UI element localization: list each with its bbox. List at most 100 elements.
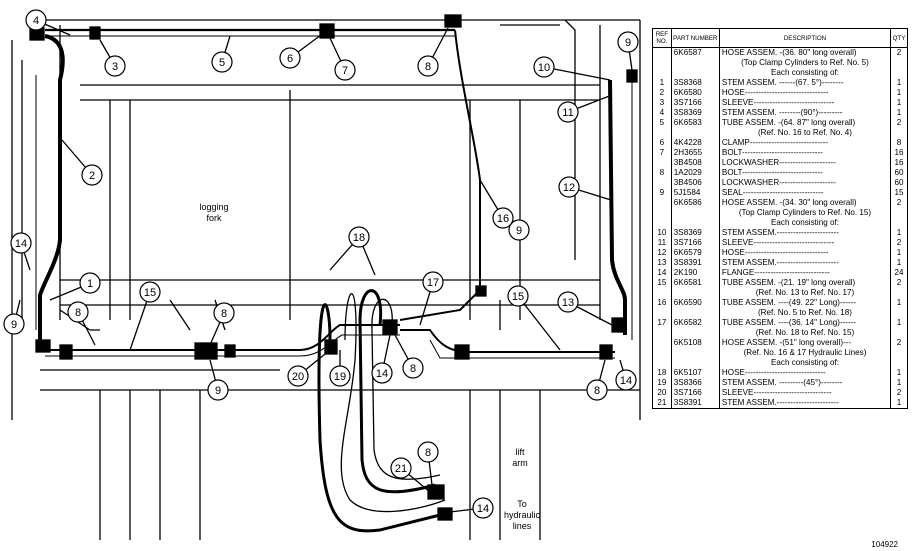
- cell-qty: 16: [890, 158, 908, 168]
- callout-circle: [508, 219, 530, 241]
- parts-table: REF NO. PART NUMBER DESCRIPTION QTY 6K65…: [652, 28, 908, 409]
- cell-part: 3S8368: [671, 78, 720, 88]
- table-row: (Ref. No. 16 & 17 Hydraulic Lines): [652, 348, 908, 358]
- cell-ref: 16: [652, 298, 672, 308]
- cell-desc: (Top Clamp Cylinders to Ref. No. 15): [719, 208, 892, 218]
- callout-number: 9: [215, 385, 221, 397]
- callout-circle: [417, 441, 439, 463]
- cell-qty: 1: [890, 298, 908, 308]
- cell-qty: [890, 68, 908, 78]
- callout-number: 8: [410, 363, 416, 375]
- cell-qty: 1: [890, 228, 908, 238]
- callout-circle: [533, 56, 555, 78]
- cell-ref: [652, 288, 672, 298]
- cell-qty: 2: [890, 198, 908, 208]
- callout-number: 1: [87, 278, 93, 290]
- cell-desc: SLEEVE-----------------------------: [719, 388, 892, 398]
- cell-part: [671, 348, 720, 358]
- callout-circle: [67, 301, 89, 323]
- callout-number: 8: [221, 308, 227, 320]
- callout-number: 15: [512, 291, 524, 303]
- cell-ref: 19: [652, 378, 672, 388]
- cell-ref: 18: [652, 368, 672, 378]
- cell-qty: [890, 358, 908, 368]
- table-row: (Ref. No. 13 to Ref. No. 17): [652, 288, 908, 298]
- cell-part: 3S8391: [671, 258, 720, 268]
- tube-assem-15-right: [400, 329, 615, 353]
- cell-part: 2H3655: [671, 148, 720, 158]
- callout-number: 14: [15, 238, 27, 250]
- cell-part: 3S8366: [671, 378, 720, 388]
- cell-qty: 60: [890, 168, 908, 178]
- cell-ref: 5: [652, 118, 672, 128]
- cell-part: 3S8369: [671, 228, 720, 238]
- table-row: (Ref. No. 5 to Ref. No. 18): [652, 308, 908, 318]
- cell-part: 3S7166: [671, 98, 720, 108]
- callout-circle: [371, 362, 393, 384]
- cell-desc: TUBE ASSEM. ----(49. 22" Long)------: [719, 298, 892, 308]
- cell-qty: 24: [890, 268, 908, 278]
- cell-qty: 15: [890, 188, 908, 198]
- cell-part: 6K6579: [671, 248, 720, 258]
- cell-ref: 9: [652, 188, 672, 198]
- header-description: DESCRIPTION: [718, 28, 892, 48]
- callout-number: 4: [33, 15, 39, 27]
- cell-part: 5J1584: [671, 188, 720, 198]
- cell-desc: STEM ASSEM. ------(67. 5°)--------: [719, 78, 892, 88]
- cell-ref: 8: [652, 168, 672, 178]
- cell-ref: 10: [652, 228, 672, 238]
- cell-ref: [652, 58, 672, 68]
- callout-number: 11: [562, 107, 573, 119]
- cell-desc: STEM ASSEM.-----------------------: [719, 398, 892, 409]
- cell-qty: 1: [890, 368, 908, 378]
- cell-desc: SEAL------------------------------: [719, 188, 892, 198]
- cell-part: 3S8369: [671, 108, 720, 118]
- cell-part: [671, 208, 720, 218]
- callout-number: 6: [287, 53, 293, 65]
- callout-number: 5: [219, 57, 225, 69]
- cell-ref: 11: [652, 238, 672, 248]
- cell-qty: 1: [890, 378, 908, 388]
- header-qty: QTY: [890, 28, 908, 48]
- hose-assem-left: [38, 34, 65, 340]
- cell-qty: 1: [890, 398, 908, 409]
- cell-ref: [652, 338, 672, 348]
- cell-ref: [652, 308, 672, 318]
- cell-qty: [890, 218, 908, 228]
- cell-part: 6K6587: [671, 47, 720, 58]
- table-header-row: REF NO. PART NUMBER DESCRIPTION QTY: [652, 28, 908, 48]
- cell-ref: 3: [652, 98, 672, 108]
- callout-number: 16: [497, 213, 509, 225]
- cell-qty: [890, 328, 908, 338]
- callout-number: 2: [89, 170, 95, 182]
- callout-circle: [104, 55, 126, 77]
- figure-number: 104922: [871, 540, 898, 549]
- callout-circle: [557, 291, 579, 313]
- callout-number: 14: [477, 503, 489, 515]
- cell-qty: 1: [890, 258, 908, 268]
- callout-circle: [287, 365, 309, 387]
- callout-number: 12: [563, 182, 575, 194]
- cell-ref: 7: [652, 148, 672, 158]
- cell-desc: TUBE ASSEM. -(21. 19" long overall): [719, 278, 892, 288]
- cell-ref: 12: [652, 248, 672, 258]
- callout-number: 9: [625, 37, 631, 49]
- callout-number: 14: [376, 368, 388, 380]
- cell-part: 6K5108: [671, 338, 720, 348]
- callout-circle: [402, 357, 424, 379]
- cell-qty: 1: [890, 108, 908, 118]
- cell-qty: 8: [890, 138, 908, 148]
- cell-desc: STEM ASSEM.-----------------------: [719, 258, 892, 268]
